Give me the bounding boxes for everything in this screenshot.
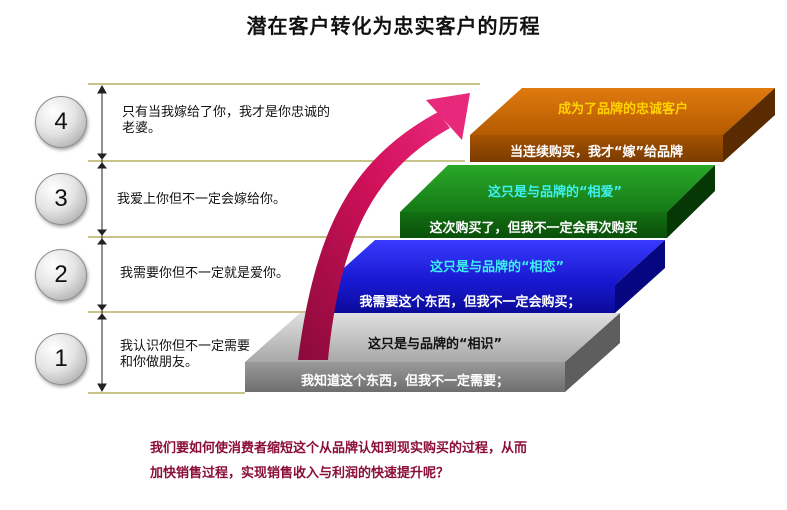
- step-description-4: 只有当我嫁给了你，我才是你忠诚的老婆。: [122, 105, 331, 136]
- progress-arrow: [298, 93, 470, 360]
- step-top-label-2: 这只是与品牌的“相恋”: [429, 260, 565, 275]
- step-block-1-front: [245, 362, 565, 392]
- step-block-2-front: [325, 285, 615, 313]
- step-number-2: 2: [35, 249, 87, 301]
- step-description-3: 我爱上你但不一定会嫁给你。: [117, 192, 287, 207]
- step-block-3-top: [400, 165, 715, 212]
- step-block-1-top: [245, 313, 620, 362]
- step-block-4-top: [470, 88, 775, 135]
- progress-arrow-body: [298, 112, 450, 360]
- step-description-1: 我认识你但不一定需要和你做朋友。: [120, 339, 251, 370]
- bracket-ticks: [96, 84, 108, 393]
- step-block-4-front: [470, 135, 723, 162]
- step-number-1: 1: [35, 333, 87, 385]
- step-number-4: 4: [35, 96, 87, 148]
- step-block-2-top: [325, 240, 665, 285]
- step-block-4-side: [723, 88, 775, 162]
- step-front-label-1: 我知道这个东西，但我不一定需要；: [300, 374, 509, 389]
- step-number-3: 3: [35, 173, 87, 225]
- step-description-2: 我需要你但不一定就是爱你。: [120, 266, 290, 281]
- step-top-label-3: 这只是与品牌的“相爱”: [487, 185, 623, 200]
- step-front-label-3: 这次购买了，但我不一定会再次购买: [429, 221, 638, 236]
- question-line-2: 加快销售过程，实现销售收入与利润的快速提升呢？: [150, 466, 450, 481]
- step-block-2: [325, 240, 665, 313]
- step-block-1: [245, 313, 620, 392]
- step-top-label-4: 成为了品牌的忠诚客户: [557, 102, 688, 117]
- progress-arrow-head: [426, 93, 470, 140]
- step-front-label-2: 我需要这个东西，但我不一定会购买；: [359, 295, 581, 310]
- step-block-3-side: [667, 165, 715, 238]
- step-top-label-1: 这只是与品牌的“相识”: [367, 337, 503, 352]
- step-front-label-4: 当连续购买，我才“嫁”给品牌: [509, 145, 684, 160]
- step-block-1-side: [565, 313, 620, 392]
- question-line-1: 我们要如何使消费者缩短这个从品牌认知到现实购买的过程，从而: [150, 441, 528, 456]
- step-block-4: [470, 88, 775, 162]
- step-block-3: [400, 165, 715, 238]
- page-title: 潜在客户转化为忠实客户的历程: [246, 14, 541, 38]
- step-block-3-front: [400, 212, 667, 238]
- step-block-2-side: [615, 240, 665, 313]
